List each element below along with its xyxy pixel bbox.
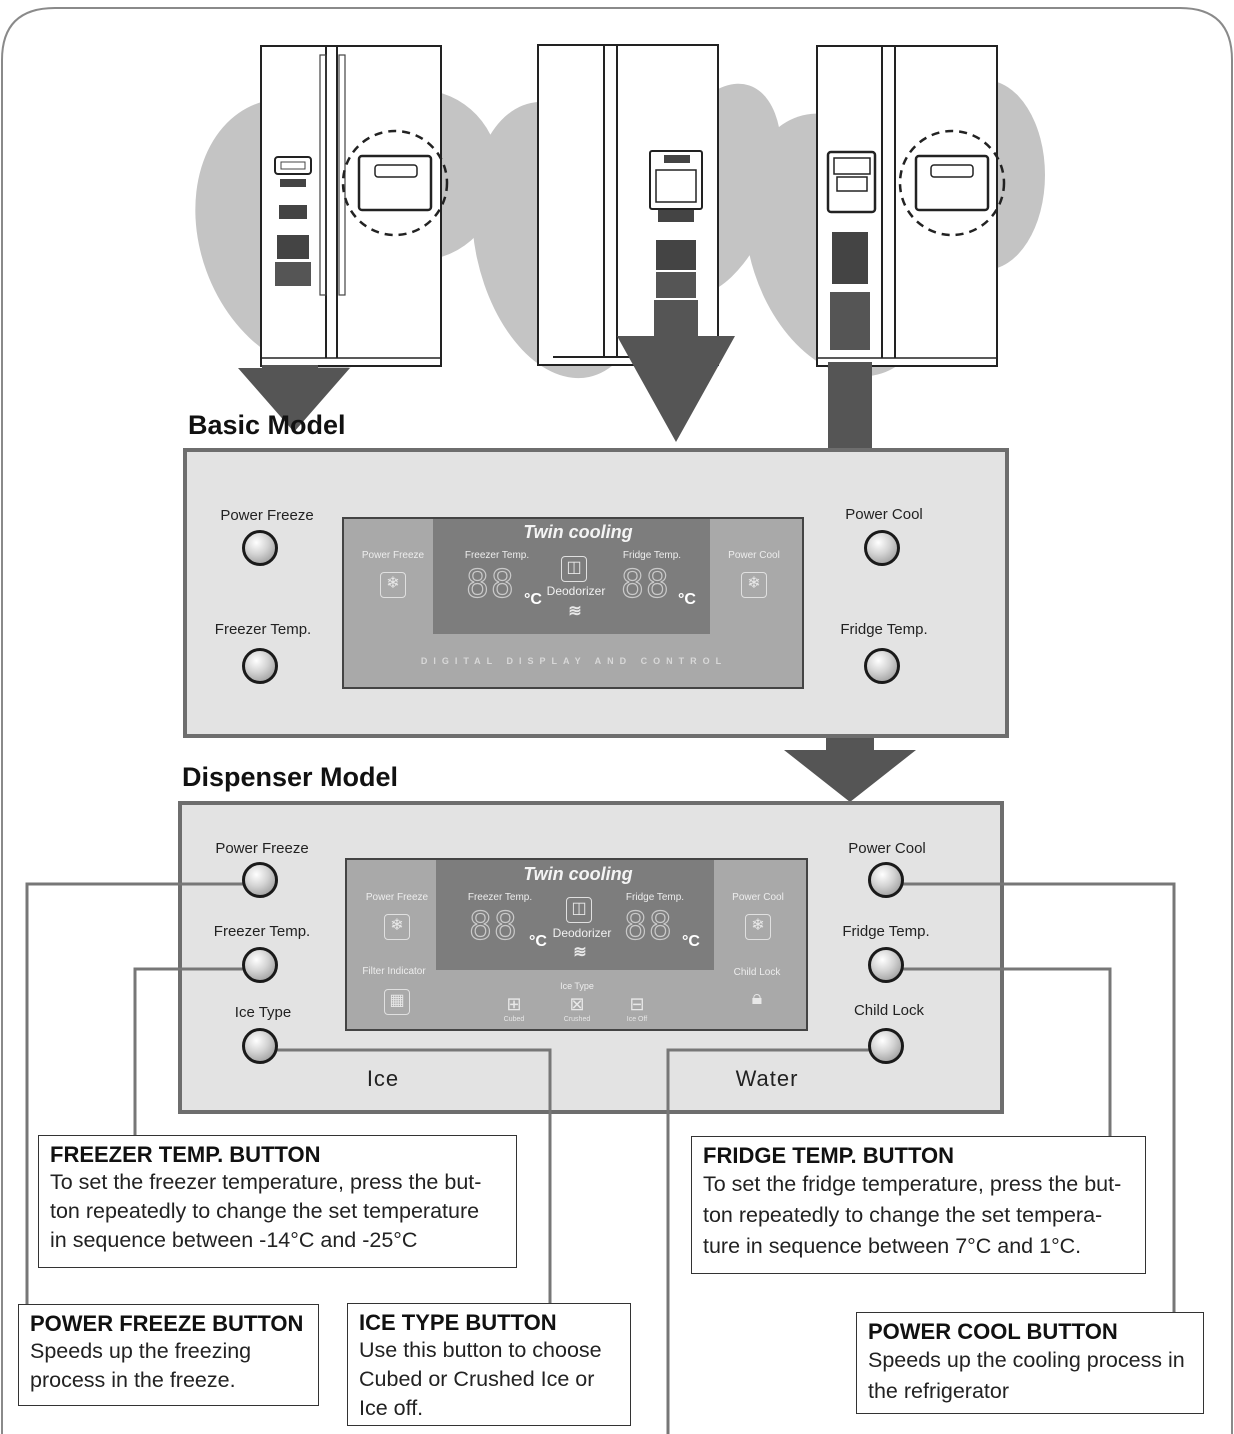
basic-power-cool-button[interactable] xyxy=(864,530,900,566)
lock-icon: 🔒︎ xyxy=(751,987,763,1009)
fridge-basic-model xyxy=(195,45,500,432)
fridge-dispenser-model xyxy=(744,45,1045,448)
zone-water-label: Water xyxy=(735,1066,799,1091)
power-cool-icon: ❄ xyxy=(741,572,767,598)
deodorizer-wave-icon: ≋ xyxy=(573,944,587,961)
basic-disp-power-cool: Power Cool xyxy=(728,550,780,561)
disp-twin-cooling-text: Twin cooling xyxy=(523,864,633,884)
callout-fridge-temp: FRIDGE TEMP. BUTTON To set the fridge te… xyxy=(691,1136,1146,1274)
callout-fridge-temp-body: To set the fridge temperature, press the… xyxy=(703,1172,1122,1258)
disp-disp-freezer-temp: Freezer Temp. xyxy=(467,892,533,903)
callout-power-cool-body: Speeds up the cooling process in the ref… xyxy=(868,1348,1185,1403)
disp-fridge-digits: 88 xyxy=(623,903,674,948)
basic-freezer-temp-label: Freezer Temp. xyxy=(214,621,312,638)
crushed-ice-icon: ⊠ xyxy=(569,994,585,1014)
callout-power-freeze-body: Speeds up the freezing process in the fr… xyxy=(30,1339,252,1392)
zone-ice-label: Ice xyxy=(366,1066,400,1091)
disp-disp-fridge-temp: Fridge Temp. xyxy=(625,892,685,903)
basic-model-title: Basic Model xyxy=(188,410,346,440)
callout-freezer-temp: FREEZER TEMP. BUTTON To set the freezer … xyxy=(38,1135,517,1268)
basic-freezer-digits: 88 xyxy=(465,561,516,606)
fridge-center xyxy=(471,44,782,442)
basic-disp-freezer-temp: Freezer Temp. xyxy=(464,550,530,561)
basic-display-screen xyxy=(433,519,710,634)
basic-display-caption: DIGITAL DISPLAY AND CONTROL xyxy=(420,656,728,666)
callout-power-cool: POWER COOL BUTTON Speeds up the cooling … xyxy=(856,1312,1204,1414)
callout-fridge-temp-title: FRIDGE TEMP. BUTTON xyxy=(703,1143,954,1168)
callout-freezer-temp-body: To set the freezer temperature, press th… xyxy=(50,1170,482,1252)
basic-freezer-unit: °C xyxy=(524,591,542,608)
basic-power-freeze-label: Power Freeze xyxy=(220,507,314,524)
callout-freezer-temp-title: FREEZER TEMP. BUTTON xyxy=(50,1142,321,1167)
callout-power-cool-title: POWER COOL BUTTON xyxy=(868,1319,1118,1344)
disp-fridge-temp-label: Fridge Temp. xyxy=(842,923,930,940)
callout-power-freeze: POWER FREEZE BUTTON Speeds up the freezi… xyxy=(18,1304,319,1406)
disp-ice-type-label: Ice Type xyxy=(234,1004,292,1021)
callout-ice-type: ICE TYPE BUTTON Use this button to choos… xyxy=(347,1303,631,1426)
ice-off-icon: ⊟ xyxy=(629,994,645,1014)
disp-freezer-temp-button[interactable] xyxy=(242,947,278,983)
cubed-ice-icon: ⊞ xyxy=(506,994,522,1014)
basic-disp-power-freeze: Power Freeze xyxy=(361,550,425,561)
down-arrow xyxy=(784,738,916,802)
disp-child-lock-label: Child Lock xyxy=(853,1002,925,1019)
deodorizer-wave-icon: ≋ xyxy=(568,603,582,620)
disp-disp-filter-indicator: Filter Indicator xyxy=(362,966,426,977)
basic-power-freeze-button[interactable] xyxy=(242,530,278,566)
disp-freezer-unit: °C xyxy=(529,933,547,950)
disp-ice-type-button[interactable] xyxy=(242,1028,278,1064)
disp-child-lock-button[interactable] xyxy=(868,1028,904,1064)
callout-ice-type-title: ICE TYPE BUTTON xyxy=(359,1310,557,1335)
fridge-illustrations xyxy=(195,44,1045,448)
disp-fridge-unit: °C xyxy=(682,933,700,950)
disp-disp-power-cool: Power Cool xyxy=(732,892,784,903)
callout-ice-type-body: Use this button to choose Cubed or Crush… xyxy=(359,1338,602,1420)
snowflake-icon: ❄ xyxy=(380,572,406,598)
disp-disp-power-freeze: Power Freeze xyxy=(365,892,429,903)
dispenser-display-screen xyxy=(436,860,714,970)
basic-fridge-digits: 88 xyxy=(620,561,671,606)
basic-twin-cooling-text: Twin cooling xyxy=(523,522,633,542)
basic-freezer-temp-button[interactable] xyxy=(242,648,278,684)
filter-icon: ▦ xyxy=(384,989,410,1015)
disp-disp-ice-type: Ice Type xyxy=(560,981,594,991)
disp-power-cool-label: Power Cool xyxy=(848,840,926,857)
snowflake-icon: ❄ xyxy=(384,914,410,940)
basic-power-cool-label: Power Cool xyxy=(845,506,923,523)
disp-disp-child-lock: Child Lock xyxy=(733,967,781,978)
disp-disp-deodorizer: Deodorizer xyxy=(552,926,612,940)
disp-fridge-temp-button[interactable] xyxy=(868,947,904,983)
basic-disp-deodorizer: Deodorizer xyxy=(546,584,606,598)
basic-fridge-unit: °C xyxy=(678,591,696,608)
disp-disp-ice-off: Ice Off xyxy=(626,1016,648,1023)
deodorizer-icon: ◫ xyxy=(566,897,592,923)
disp-freezer-digits: 88 xyxy=(468,903,519,948)
disp-power-freeze-button[interactable] xyxy=(242,862,278,898)
callout-power-freeze-title: POWER FREEZE BUTTON xyxy=(30,1311,304,1336)
basic-fridge-temp-button[interactable] xyxy=(864,648,900,684)
deodorizer-icon: ◫ xyxy=(561,556,587,582)
disp-disp-cubed: Cubed xyxy=(503,1016,525,1023)
disp-freezer-temp-label: Freezer Temp. xyxy=(213,923,311,940)
dispenser-model-title: Dispenser Model xyxy=(182,762,399,792)
disp-disp-crushed: Crushed xyxy=(563,1016,591,1023)
disp-power-cool-button[interactable] xyxy=(868,862,904,898)
basic-fridge-temp-label: Fridge Temp. xyxy=(840,621,928,638)
disp-power-freeze-label: Power Freeze xyxy=(215,840,309,857)
power-cool-icon: ❄ xyxy=(745,914,771,940)
basic-disp-fridge-temp: Fridge Temp. xyxy=(622,550,682,561)
